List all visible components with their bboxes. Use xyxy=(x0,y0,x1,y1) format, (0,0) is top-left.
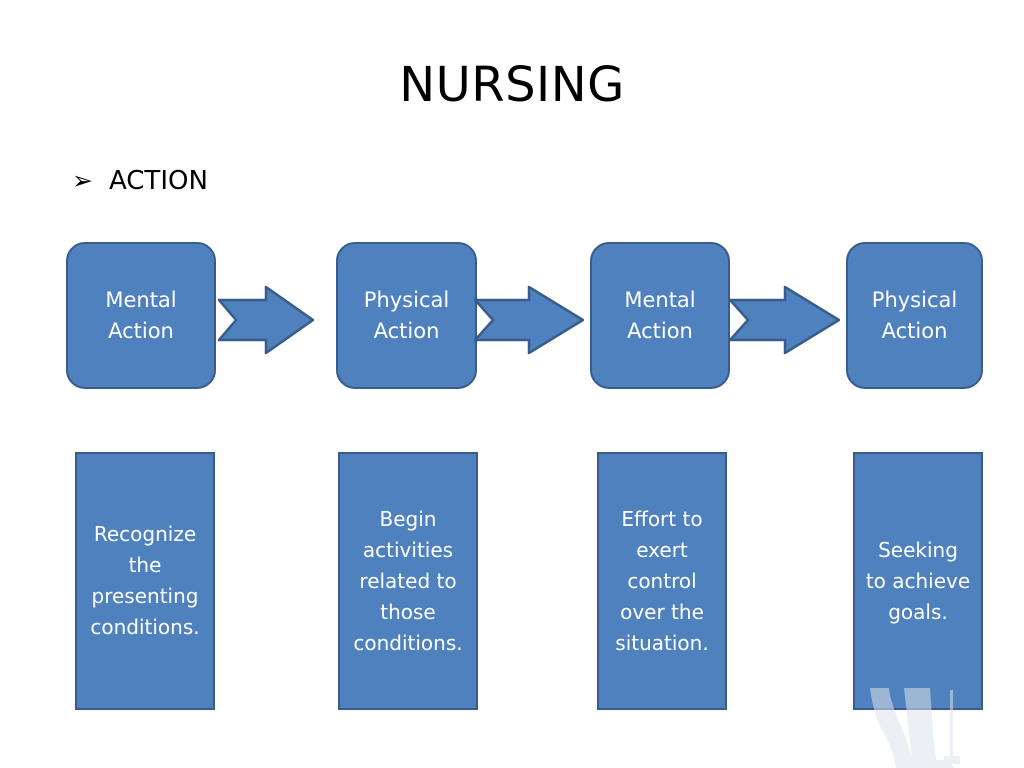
right-arrow-icon xyxy=(729,286,840,354)
description-box-label: Recognize the presenting conditions. xyxy=(90,522,200,639)
action-box-physical-action-2[interactable]: Physical Action xyxy=(846,242,983,389)
action-box-physical-action-1[interactable]: Physical Action xyxy=(336,242,477,389)
right-arrow-icon xyxy=(218,286,314,354)
action-box-mental-action-1[interactable]: Mental Action xyxy=(66,242,216,389)
right-arrow-icon xyxy=(474,286,584,354)
description-box-label: Begin activities related to those condit… xyxy=(353,506,463,655)
action-box-label: Physical Action xyxy=(871,288,958,343)
action-box-mental-action-2[interactable]: Mental Action xyxy=(590,242,730,389)
bullet-action-row: ➢ ACTION xyxy=(72,165,208,196)
description-box-label: Effort to exert control over the situati… xyxy=(615,506,709,655)
description-box-recognize-conditions[interactable]: Recognize the presenting conditions. xyxy=(75,452,215,710)
page-title: NURSING xyxy=(399,57,625,113)
description-box-begin-activities[interactable]: Begin activities related to those condit… xyxy=(338,452,478,710)
description-box-exert-control[interactable]: Effort to exert control over the situati… xyxy=(597,452,727,710)
description-box-seeking-goals[interactable]: Seeking to achieve goals. xyxy=(853,452,983,710)
action-box-label: Mental Action xyxy=(624,288,696,343)
action-box-label: Physical Action xyxy=(363,288,450,343)
description-box-label: Seeking to achieve goals. xyxy=(865,537,971,624)
bullet-action-label: ACTION xyxy=(108,166,208,196)
arrowhead-bullet-icon: ➢ xyxy=(72,165,93,195)
action-box-label: Mental Action xyxy=(105,288,177,343)
